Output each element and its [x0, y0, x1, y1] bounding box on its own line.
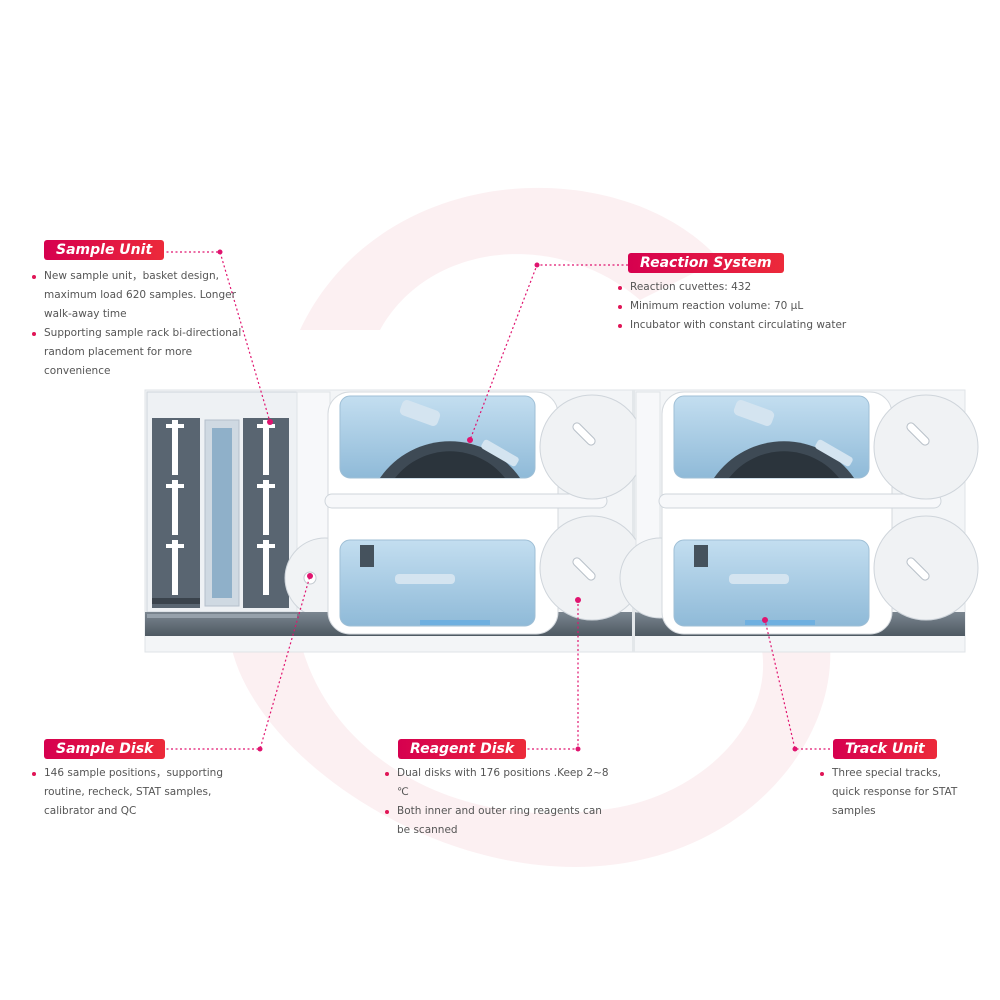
reaction-system-item: Minimum reaction volume: 70 µL: [618, 297, 858, 316]
reagent-disk-label: Reagent Disk: [398, 739, 527, 759]
sample-disk-description: 146 sample positions，supporting routine,…: [32, 764, 252, 821]
sample-unit-item: New sample unit，basket design, maximum l…: [32, 267, 247, 324]
reaction-system-item: Reaction cuvettes: 432: [618, 278, 858, 297]
sample-unit-description: New sample unit，basket design, maximum l…: [32, 267, 247, 381]
sample-disk-item: 146 sample positions，supporting routine,…: [32, 764, 252, 821]
sample-unit-label: Sample Unit: [44, 240, 165, 260]
reaction-system-label: Reaction System: [628, 253, 784, 273]
sample-disk-label: Sample Disk: [44, 739, 166, 759]
reaction-system-item: Incubator with constant circulating wate…: [618, 316, 858, 335]
reagent-disk-description: Dual disks with 176 positions .Keep 2~8 …: [385, 764, 615, 840]
reagent-disk-item: Both inner and outer ring reagents can b…: [385, 802, 615, 840]
module-2: [619, 391, 979, 635]
sample-unit-body: [146, 391, 298, 613]
reaction-system-description: Reaction cuvettes: 432 Minimum reaction …: [618, 278, 858, 335]
track-unit-item: Three special tracks, quick response for…: [820, 764, 970, 821]
track-unit-label: Track Unit: [833, 739, 937, 759]
track-unit-description: Three special tracks, quick response for…: [820, 764, 970, 821]
reagent-disk-item: Dual disks with 176 positions .Keep 2~8 …: [385, 764, 615, 802]
sample-unit-item: Supporting sample rack bi-directional ra…: [32, 324, 247, 381]
